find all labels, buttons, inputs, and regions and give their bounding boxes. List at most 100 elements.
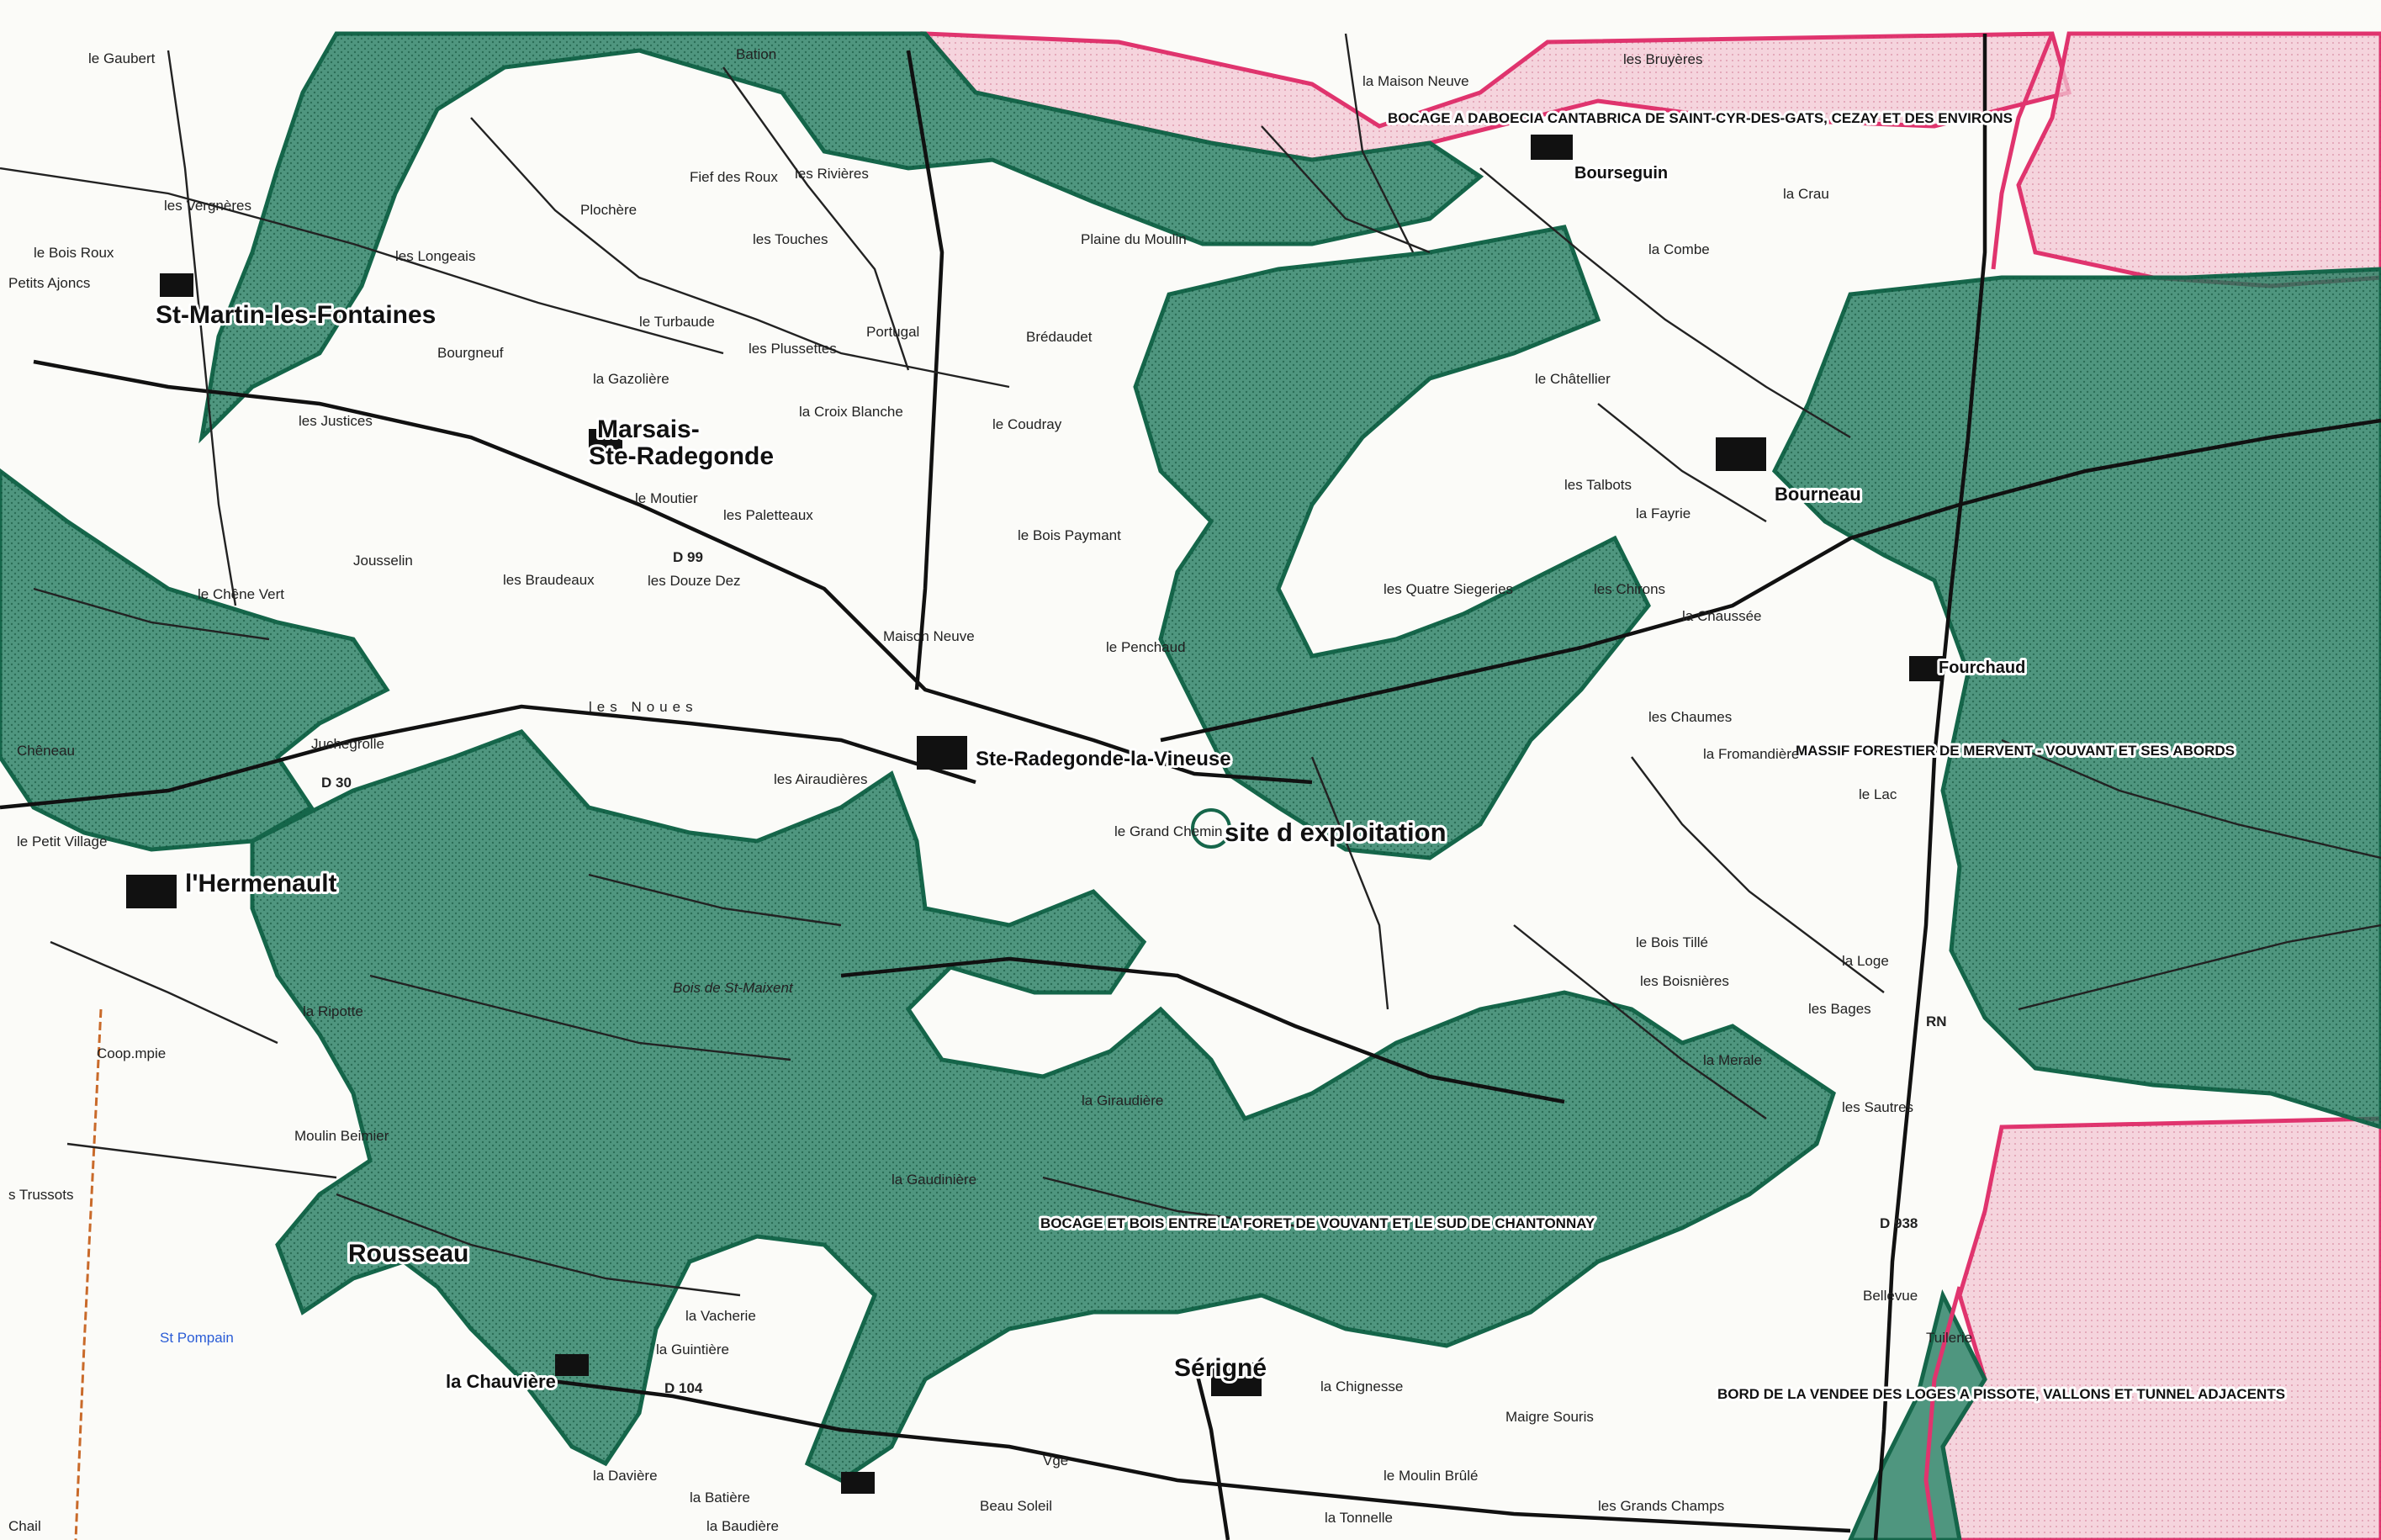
place-label: la Davière <box>593 1468 658 1484</box>
place-label: Portugal <box>866 324 919 340</box>
place-label: la Combe <box>1648 241 1710 257</box>
town-la-chauviere: la Chauvière <box>446 1371 556 1392</box>
town-fourchaud: Fourchaud <box>1939 659 2025 677</box>
town-st-martin: St-Martin-les-Fontaines <box>156 301 436 329</box>
place-label: le Bois Roux <box>34 245 114 261</box>
place-label: les Vergnères <box>164 198 251 214</box>
town-serigne: Sérigné <box>1174 1354 1267 1382</box>
place-label: le Moutier <box>635 490 698 506</box>
place-label: Plochère <box>580 202 637 218</box>
place-label: la Batière <box>690 1490 750 1506</box>
place-label: Fief des Roux <box>690 169 778 185</box>
place-label: les Bruyères <box>1623 51 1702 67</box>
place-label: St Pompain <box>160 1330 234 1346</box>
place-label: les Sautres <box>1842 1099 1913 1115</box>
site-marker: site d exploitation <box>1191 808 1449 849</box>
town-bourneau: Bourneau <box>1775 484 1861 505</box>
place-label: le Lac <box>1859 786 1897 802</box>
place-label: Moulin Beimier <box>294 1128 389 1144</box>
place-label: les Chaumes <box>1648 709 1732 725</box>
place-label: Plaine du Moulin <box>1081 231 1187 247</box>
place-label: la Gazolière <box>593 371 669 387</box>
place-label: la Gaudinière <box>892 1172 976 1188</box>
road-label-d104: D 104 <box>664 1380 703 1396</box>
place-label: les Bages <box>1808 1001 1871 1017</box>
place-label: la Fromandière <box>1703 746 1799 762</box>
place-label: la Chaussée <box>1682 608 1762 624</box>
place-label: Bois de St-Maixent <box>673 980 794 996</box>
place-label: les Touches <box>753 231 828 247</box>
place-label: les Talbots <box>1564 477 1632 493</box>
zone-label-massif-mervent: MASSIF FORESTIER DE MERVENT - VOUVANT ET… <box>1796 743 2235 759</box>
place-labels: le Gaubert Bation Fief des Roux les Rivi… <box>8 46 1972 1534</box>
green-zone-top-band <box>198 31 1484 444</box>
place-label: le Turbaude <box>639 314 715 330</box>
place-label: Juchegrolle <box>311 736 384 752</box>
place-label: Maigre Souris <box>1505 1409 1594 1425</box>
place-label: le Grand Chemin <box>1114 823 1223 839</box>
place-label: la Giraudière <box>1082 1093 1163 1109</box>
place-label: Tuilerie <box>1926 1330 1972 1346</box>
place-label: Brédaudet <box>1026 329 1093 345</box>
place-label: Jousselin <box>353 553 413 569</box>
village-blocks <box>126 135 1943 1494</box>
place-label: la Loge <box>1842 953 1889 969</box>
place-label: s Trussots <box>8 1187 73 1203</box>
zone-label-bocage-daboecia: BOCAGE A DABOECIA CANTABRICA DE SAINT-CY… <box>1388 110 2013 126</box>
place-label: le Petit Village <box>17 834 107 849</box>
green-zone-massif-mervent <box>1771 267 2381 1130</box>
place-label: le Bois Paymant <box>1018 527 1121 543</box>
place-label: Bation <box>736 46 776 62</box>
place-label: les Plussettes <box>749 341 837 357</box>
zone-label-bord-vendee: BORD DE LA VENDEE DES LOGES A PISSOTE, V… <box>1717 1386 2285 1402</box>
town-hermenault: l'Hermenault <box>185 870 337 897</box>
pink-zone-top-right <box>2016 31 2381 288</box>
road-label-d30: D 30 <box>321 775 352 791</box>
place-label: Chêneau <box>17 743 75 759</box>
place-label: Vge <box>1043 1453 1068 1469</box>
place-label: les Noues <box>589 699 698 715</box>
place-label: les Chirons <box>1594 581 1665 597</box>
town-rousseau: Rousseau <box>348 1240 468 1267</box>
place-label: la Maison Neuve <box>1362 73 1469 89</box>
place-label: Bellevue <box>1863 1288 1918 1304</box>
place-label: les Braudeaux <box>503 572 595 588</box>
pink-zone-bord-vendee <box>1940 1116 2381 1540</box>
town-labels: St-Martin-les-Fontaines Marsais- Ste-Rad… <box>153 161 2028 1394</box>
place-label: les Boisnières <box>1640 973 1729 989</box>
place-label: les Longeais <box>395 248 475 264</box>
place-label: les Justices <box>299 413 373 429</box>
place-label: la Baudière <box>706 1518 779 1534</box>
place-label: la Fayrie <box>1636 505 1691 521</box>
green-zone-central-forest <box>1133 225 1651 860</box>
place-label: le Gaubert <box>88 50 156 66</box>
place-label: les Quatre Siegeries <box>1384 581 1513 597</box>
town-marsais-2: Ste-Radegonde <box>589 442 774 470</box>
town-marsais: Marsais- <box>597 415 700 443</box>
place-label: Chail <box>8 1518 41 1534</box>
place-label: les Airaudières <box>774 771 868 787</box>
place-label: le Coudray <box>992 416 1062 432</box>
place-label: Beau Soleil <box>980 1498 1052 1514</box>
place-label: le Châtellier <box>1535 371 1611 387</box>
road-label-d99: D 99 <box>673 549 703 565</box>
zone-label-bocage-bois: BOCAGE ET BOIS ENTRE LA FORET DE VOUVANT… <box>1040 1215 1595 1231</box>
place-label: le Chêne Vert <box>198 586 284 602</box>
place-label: la Crau <box>1783 186 1829 202</box>
place-label: Maison Neuve <box>883 628 975 644</box>
green-zone-bottom-right <box>1848 1289 1987 1540</box>
site-label: site d exploitation <box>1225 818 1447 847</box>
green-zone-left <box>0 468 390 852</box>
place-label: les Paletteaux <box>723 507 813 523</box>
place-label: le Bois Tillé <box>1636 934 1708 950</box>
place-label: Coop.mpie <box>97 1045 166 1061</box>
place-label: Bourgneuf <box>437 345 504 361</box>
road-labels: D 30 D 99 D 104 RN D 938 <box>321 549 1947 1396</box>
place-label: les Rivières <box>795 166 869 182</box>
place-label: la Ripotte <box>303 1003 363 1019</box>
place-label: la Croix Blanche <box>799 404 903 420</box>
place-label: la Guintière <box>656 1342 729 1357</box>
place-label: Petits Ajoncs <box>8 275 90 291</box>
place-label: la Vacherie <box>685 1308 756 1324</box>
